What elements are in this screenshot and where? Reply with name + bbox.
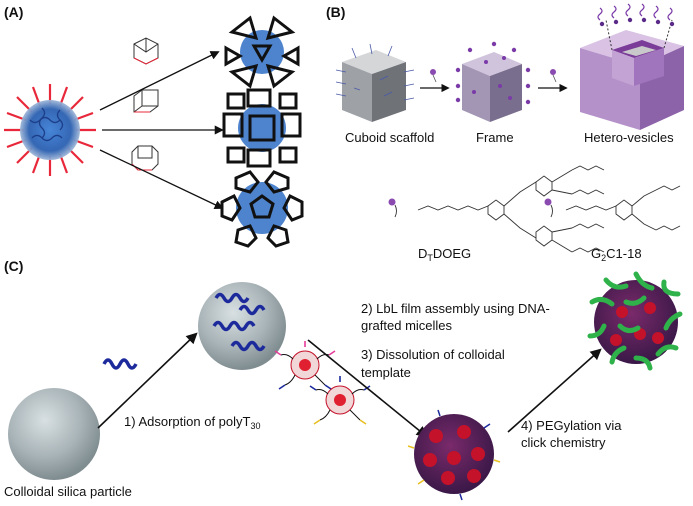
- step-cuboid-scaffold: Cuboid scaffold: [345, 130, 435, 145]
- molecule-g2c1-18-label: G2C1-18: [591, 246, 642, 263]
- step1-label: 1) Adsorption of polyT30: [124, 414, 261, 431]
- step4-label-line2: click chemistry: [521, 435, 606, 450]
- step-hetero-vesicles: Hetero-vesicles: [584, 130, 674, 145]
- polyt-strand-icon: [102, 358, 138, 370]
- step2-label-line1: 2) LbL film assembly using DNA-: [361, 301, 550, 316]
- micelle-icon: [4, 84, 96, 176]
- sphere-icon: [8, 388, 100, 480]
- step-frame: Frame: [476, 130, 514, 145]
- frame-icon: [455, 41, 531, 122]
- step4-label-line1: 4) PEGylation via: [521, 418, 622, 433]
- cage-icon: [131, 37, 159, 171]
- cage-cluster-cubic: [222, 88, 302, 168]
- silica-particle-label: Colloidal silica particle: [4, 484, 132, 499]
- pegylated-capsule-icon: [587, 271, 683, 371]
- cage-cluster-tetrahedral: [224, 15, 300, 89]
- step3-label-line2: template: [361, 365, 411, 380]
- step2-label-line2: grafted micelles: [361, 318, 453, 333]
- dtdoeg-structure: [388, 165, 605, 253]
- cube-icon: [335, 43, 415, 122]
- vesicle-icon: [580, 19, 684, 130]
- molecule-dtdoeg-label: DTDOEG: [418, 246, 472, 263]
- cage-cluster-dodecahedral: [220, 170, 304, 248]
- g2c1-18-structure: [544, 185, 681, 231]
- panel-a-label: (A): [4, 4, 24, 20]
- panel-c-label: (C): [4, 258, 24, 274]
- polyt-coated-sphere: [198, 282, 286, 370]
- dna-strand-icon: [597, 3, 675, 27]
- lipid-icon: [430, 69, 557, 83]
- dna-micelle-icon: [274, 341, 371, 425]
- step3-label-line1: 3) Dissolution of colloidal: [361, 347, 505, 362]
- panel-b-label: (B): [326, 4, 346, 20]
- lbl-capsule-icon: [407, 409, 501, 501]
